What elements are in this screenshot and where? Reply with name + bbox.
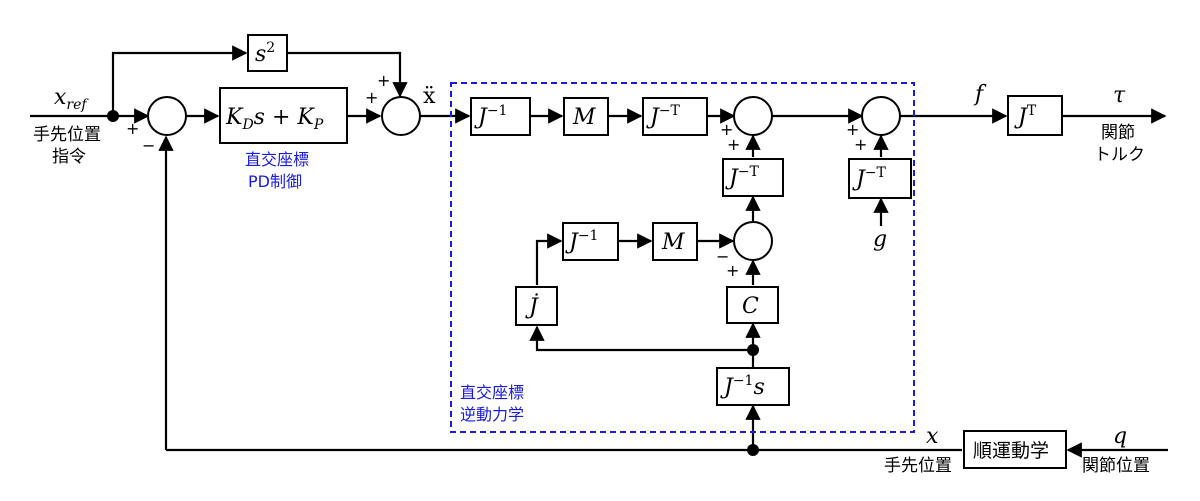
svg-text:M: M: [661, 230, 685, 255]
inverse-dynamics-region: [450, 82, 915, 433]
signal-g: g: [873, 227, 887, 252]
block-pd-controller: KDs + KP: [219, 87, 348, 144]
block-jdot: J̇: [515, 286, 558, 326]
summing-junction-4: [861, 96, 901, 136]
branch-point-x: [747, 444, 759, 456]
s2-label: s: [255, 42, 266, 67]
sign-minus-sum5: −: [716, 247, 729, 266]
signal-f: f: [973, 82, 987, 107]
signal-tau: τ: [1113, 83, 1126, 108]
svg-text:KDs + KP: KDs + KP: [225, 105, 324, 133]
svg-text:C: C: [742, 294, 759, 319]
summing-junction-5: [733, 221, 773, 261]
label-pd-2: PD制御: [248, 172, 302, 191]
label-joint-pos: 関節位置: [1082, 456, 1150, 476]
signal-xddot: ẍ: [423, 84, 436, 109]
signal-xref: xref: [54, 85, 89, 113]
svg-text:順運動学: 順運動学: [973, 440, 1049, 462]
sign-plus-sum4-bottom: +: [854, 135, 867, 154]
svg-text:J−1: J−1: [474, 103, 507, 130]
signal-q: q: [1113, 424, 1127, 449]
svg-text:J−1s: J−1s: [720, 373, 765, 400]
label-inv-dyn-2: 逆動力学: [460, 405, 524, 424]
sign-minus-sum1: −: [142, 136, 155, 155]
signal-x: x: [926, 424, 939, 449]
label-joint-torque-1: 関節: [1101, 123, 1135, 143]
svg-text:J−T: J−T: [725, 164, 760, 191]
block-jinv-s: J−1s: [716, 367, 790, 406]
sign-plus-sum3-left: +: [720, 120, 733, 139]
sign-plus-sum5: +: [726, 261, 739, 280]
summing-junction-error: [147, 96, 187, 136]
block-jinvT-1: J−T: [642, 97, 708, 136]
sign-plus-sum2-top: +: [377, 71, 390, 90]
block-jinv-2: J−1: [562, 222, 619, 261]
label-hand-pos-cmd-2: 指令: [52, 147, 86, 167]
block-forward-kinematics: 順運動学: [963, 430, 1067, 469]
block-m-2: M: [652, 222, 698, 261]
block-jT: JT: [1007, 95, 1063, 136]
svg-text:J−1: J−1: [565, 228, 598, 255]
sign-plus-sum3-bottom: +: [727, 135, 740, 154]
block-jinvT-2: J−T: [722, 158, 784, 197]
summing-junction-3: [733, 96, 773, 136]
label-hand-pos-cmd-1: 手先位置: [33, 125, 101, 145]
svg-text:JT: JT: [1014, 103, 1037, 130]
branch-point-velocity: [747, 344, 759, 356]
label-joint-torque-2: トルク: [1094, 145, 1145, 165]
svg-text:J−T: J−T: [852, 165, 887, 192]
block-m-1: M: [563, 97, 609, 136]
sign-plus-sum2-left: +: [365, 88, 378, 107]
label-hand-pos: 手先位置: [884, 456, 952, 476]
block-jinvT-3: J−T: [848, 158, 912, 199]
label-inv-dyn-1: 直交座標: [460, 383, 524, 402]
svg-text:J−T: J−T: [646, 103, 681, 130]
branch-point-xref: [107, 110, 119, 122]
svg-text:M: M: [572, 105, 596, 130]
sign-plus-sum4-left: +: [846, 120, 859, 139]
block-jinv-1: J−1: [470, 97, 531, 136]
summing-junction-accel: [381, 96, 421, 136]
svg-text:s2: s2: [255, 40, 275, 67]
block-c: C: [726, 286, 779, 324]
sign-plus-sum1: +: [126, 119, 139, 138]
block-s2: s2: [247, 34, 288, 72]
label-pd-1: 直交座標: [245, 150, 309, 169]
svg-text:J̇: J̇: [525, 294, 539, 320]
